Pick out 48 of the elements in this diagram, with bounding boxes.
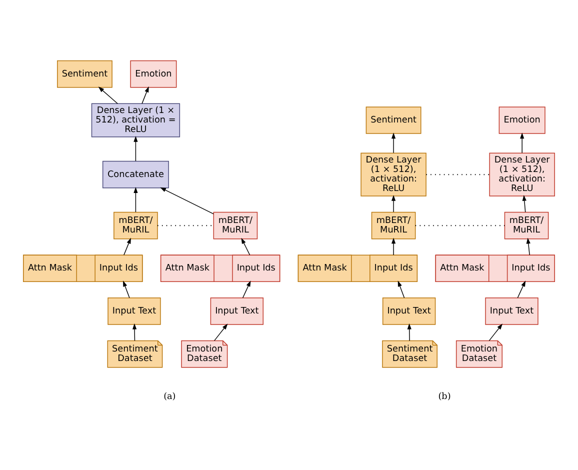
arrow	[526, 237, 530, 255]
node-box: mBERT/ MuRIL	[213, 211, 258, 239]
node-box: Input Ids	[506, 254, 555, 282]
node-box: mBERT/ MuRIL	[504, 211, 549, 239]
arrow	[391, 132, 396, 153]
node-box: Concatenate	[102, 160, 169, 188]
arrow	[242, 280, 251, 298]
arrow	[391, 194, 396, 212]
arrow	[391, 237, 396, 255]
arrow	[241, 237, 250, 255]
arrow	[142, 86, 149, 104]
node-box: Input Text	[210, 297, 264, 324]
arrow	[398, 280, 405, 298]
arrow	[160, 186, 214, 214]
arrow	[124, 237, 131, 255]
arrow	[520, 132, 524, 153]
arrow	[134, 135, 138, 161]
node-box: Attn Mask	[298, 254, 352, 282]
node-box: Input Ids	[232, 254, 280, 282]
arrow	[132, 322, 137, 341]
label: (a)	[164, 392, 176, 402]
node-box: Input Ids	[94, 254, 143, 282]
node-box: Attn Mask	[435, 254, 490, 282]
node-box: Emotion	[498, 106, 546, 134]
node-box: Attn Mask	[160, 254, 214, 282]
node-box: Attn Mask	[23, 254, 77, 282]
node-box: Sentiment	[366, 106, 422, 134]
arrow	[517, 280, 526, 298]
node-box: Input Ids	[370, 254, 418, 282]
connector	[426, 174, 490, 175]
node-box: mBERT/ MuRIL	[371, 211, 416, 239]
node-box: Input Text	[382, 297, 436, 324]
node-box: Dense Layer (1 × 512), activation: ReLU	[489, 152, 555, 196]
arrow	[214, 323, 228, 341]
node-box: Input Text	[108, 297, 161, 324]
node-box: mBERT/ MuRIL	[114, 211, 158, 239]
arrow	[522, 194, 526, 212]
arrow	[134, 186, 138, 212]
node-box: Input Text	[485, 297, 538, 324]
arrow	[407, 322, 412, 341]
node-box: Sentiment	[57, 60, 112, 88]
arrow	[123, 280, 130, 298]
arrow	[488, 323, 503, 341]
node-box: Dense Layer (1 × 512), activation: ReLU	[360, 152, 426, 196]
node-box: Dense Layer (1 × 512), activation = ReLU	[91, 102, 180, 137]
node-box: Emotion	[130, 60, 177, 88]
label: (b)	[438, 392, 451, 402]
arrow	[98, 86, 118, 104]
